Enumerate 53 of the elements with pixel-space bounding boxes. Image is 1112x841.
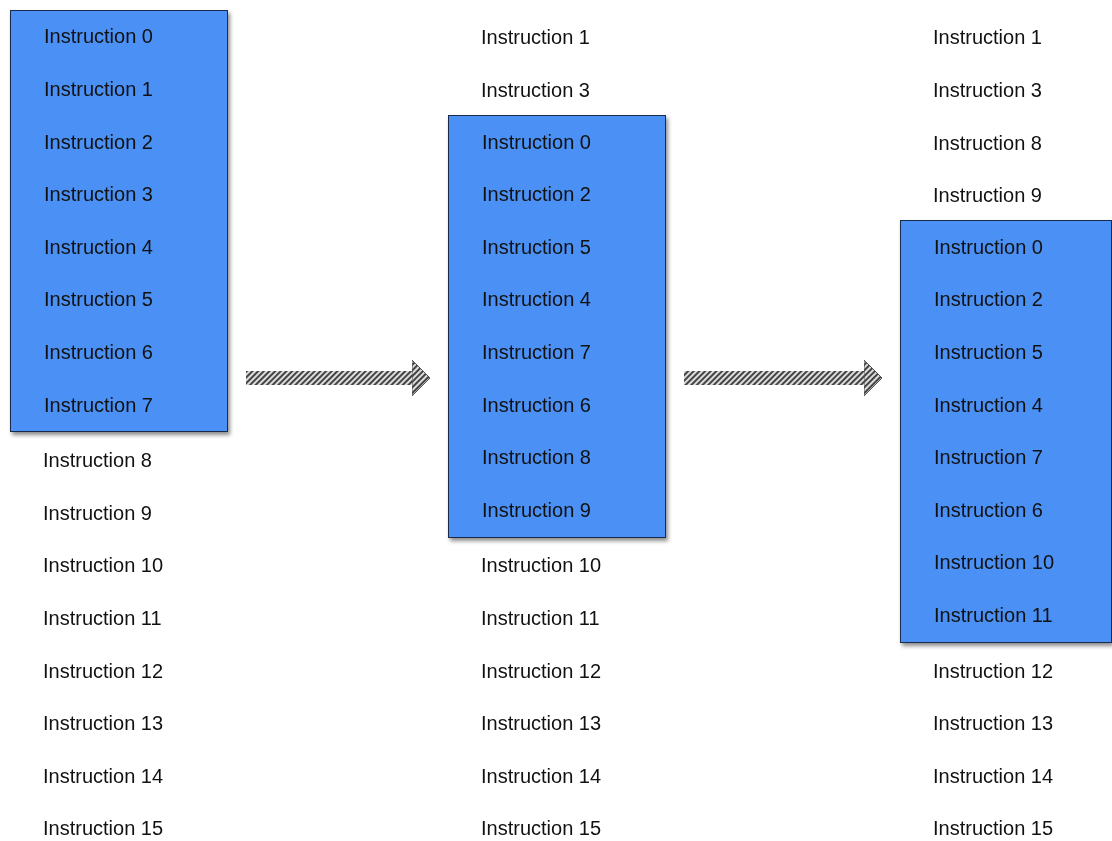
instruction-label: Instruction 11 <box>43 607 162 630</box>
instruction-label: Instruction 1 <box>481 26 590 50</box>
instruction-label: Instruction 15 <box>481 817 602 841</box>
instruction-text: Instruction 7 <box>44 393 153 417</box>
instruction-label: Instruction 10 <box>43 554 164 578</box>
instruction-label: Instruction 12 <box>43 659 164 683</box>
instruction-text: Instruction 8 <box>482 446 591 470</box>
instruction-text: Instruction 6 <box>934 498 1043 522</box>
instruction-label: Instruction 14 <box>933 764 1054 788</box>
instruction-text: Instruction 4 <box>934 393 1043 417</box>
instruction-label: Instruction 13 <box>43 712 164 736</box>
instruction-label: Instruction 3 <box>933 79 1042 103</box>
instruction-text: Instruction 3 <box>44 183 153 207</box>
instruction-text: Instruction 2 <box>482 183 591 207</box>
instruction-text: Instruction 4 <box>482 288 591 312</box>
window-box <box>10 9 228 433</box>
instruction-label: Instruction 12 <box>481 659 602 683</box>
instruction-text: Instruction 11 <box>934 604 1053 627</box>
instruction-text: Instruction 5 <box>482 235 591 259</box>
instruction-text: Instruction 2 <box>934 288 1043 312</box>
instruction-text: Instruction 10 <box>934 551 1055 575</box>
instruction-label: Instruction 14 <box>481 764 602 788</box>
instruction-label: Instruction 11 <box>481 607 600 630</box>
hatched-arrow <box>684 359 883 397</box>
instruction-text: Instruction 7 <box>934 446 1043 470</box>
window-box <box>900 220 1112 643</box>
instruction-text: Instruction 7 <box>482 341 591 365</box>
instruction-text: Instruction 0 <box>44 25 153 49</box>
instruction-label: Instruction 15 <box>933 817 1054 841</box>
instruction-label: Instruction 8 <box>43 449 152 473</box>
instruction-label: Instruction 10 <box>481 554 602 578</box>
instruction-label: Instruction 8 <box>933 131 1042 155</box>
window-box <box>448 114 666 538</box>
instruction-text: Instruction 6 <box>44 341 153 365</box>
instruction-text: Instruction 9 <box>482 498 591 522</box>
instruction-label: Instruction 1 <box>933 26 1042 50</box>
instruction-text: Instruction 0 <box>934 235 1043 259</box>
instruction-text: Instruction 5 <box>44 288 153 312</box>
instruction-label: Instruction 12 <box>933 659 1054 683</box>
instruction-text: Instruction 0 <box>482 130 591 154</box>
instruction-text: Instruction 2 <box>44 130 153 154</box>
instruction-label: Instruction 13 <box>933 712 1054 736</box>
instruction-label: Instruction 9 <box>43 501 152 525</box>
instruction-label: Instruction 14 <box>43 764 164 788</box>
instruction-label: Instruction 3 <box>481 79 590 103</box>
instruction-label: Instruction 9 <box>933 184 1042 208</box>
instruction-text: Instruction 1 <box>44 78 153 102</box>
instruction-label: Instruction 13 <box>481 712 602 736</box>
hatched-arrow <box>246 359 431 397</box>
instruction-text: Instruction 4 <box>44 235 153 259</box>
instruction-text: Instruction 6 <box>482 393 591 417</box>
instruction-text: Instruction 5 <box>934 341 1043 365</box>
instruction-label: Instruction 15 <box>43 817 164 841</box>
